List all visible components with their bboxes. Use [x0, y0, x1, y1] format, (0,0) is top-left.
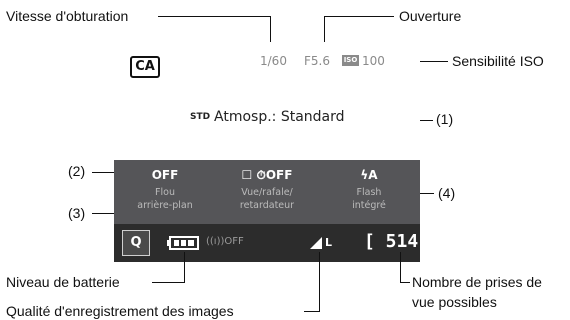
ambience-icon: STD: [190, 112, 211, 122]
settings-bar: OFF Flou arrière-plan ☐ ⏱OFF Vue/rafale/…: [114, 160, 420, 224]
leader-shutter: [158, 16, 270, 17]
label-callout-1: (1): [436, 111, 454, 127]
leader-shots: [400, 282, 410, 283]
wifi-off-icon: ((ı))OFF: [206, 236, 244, 247]
leader-battery-v: [184, 252, 185, 282]
setting-label-line2: retardateur: [239, 200, 295, 211]
setting-label-line2: arrière-plan: [137, 200, 193, 211]
flash-icon: ϟA: [360, 168, 378, 182]
status-bar: Q ((ı))OFF L [ 514]: [114, 224, 429, 262]
setting-label-line1: Flou: [155, 187, 175, 198]
label-shutter-speed: Vitesse d'obturation: [6, 8, 129, 24]
shots-remaining: [ 514]: [364, 231, 430, 252]
leader-battery: [152, 282, 185, 283]
iso-value: 100: [362, 54, 385, 68]
label-callout-4: (4): [438, 185, 456, 201]
setting-background-blur[interactable]: OFF Flou arrière-plan: [114, 160, 216, 224]
leader-aperture-v: [324, 16, 325, 46]
aperture-value: F5.6: [304, 54, 330, 68]
quick-control-button[interactable]: Q: [122, 230, 150, 256]
label-aperture: Ouverture: [399, 8, 462, 24]
label-callout-2: (2): [68, 163, 86, 179]
quality-size: L: [325, 236, 333, 249]
setting-label-line2: intégré: [352, 200, 386, 211]
setting-flash[interactable]: ϟA Flash intégré: [318, 160, 420, 224]
label-shots-line1: Nombre de prises de: [412, 274, 542, 290]
quality-icon: [310, 237, 322, 249]
leader-aperture: [324, 16, 394, 17]
setting-drive-mode[interactable]: ☐ ⏱OFF Vue/rafale/ retardateur: [216, 160, 318, 224]
mode-dial-icon: CA: [130, 56, 160, 78]
ambience-setting: Atmosp.: Standard: [214, 109, 345, 125]
setting-value: OFF: [151, 168, 179, 182]
setting-label-line1: Flash: [356, 187, 382, 198]
leader-quality-v: [319, 252, 320, 312]
leader-quality: [304, 311, 320, 312]
leader-shutter-v: [270, 16, 271, 46]
label-battery: Niveau de batterie: [6, 274, 120, 290]
battery-icon: [167, 236, 199, 250]
label-iso: Sensibilité ISO: [452, 53, 544, 69]
setting-label-line1: Vue/rafale/: [241, 187, 293, 198]
label-quality: Qualité d'enregistrement des images: [6, 303, 234, 319]
drive-mode-icon: ☐ ⏱OFF: [241, 168, 293, 182]
label-callout-3: (3): [68, 205, 86, 221]
iso-badge-icon: ISO: [342, 55, 359, 66]
label-shots-line2: vue possibles: [412, 294, 497, 310]
shutter-speed-value: 1/60: [260, 54, 287, 68]
leader-shots-v: [400, 252, 401, 282]
